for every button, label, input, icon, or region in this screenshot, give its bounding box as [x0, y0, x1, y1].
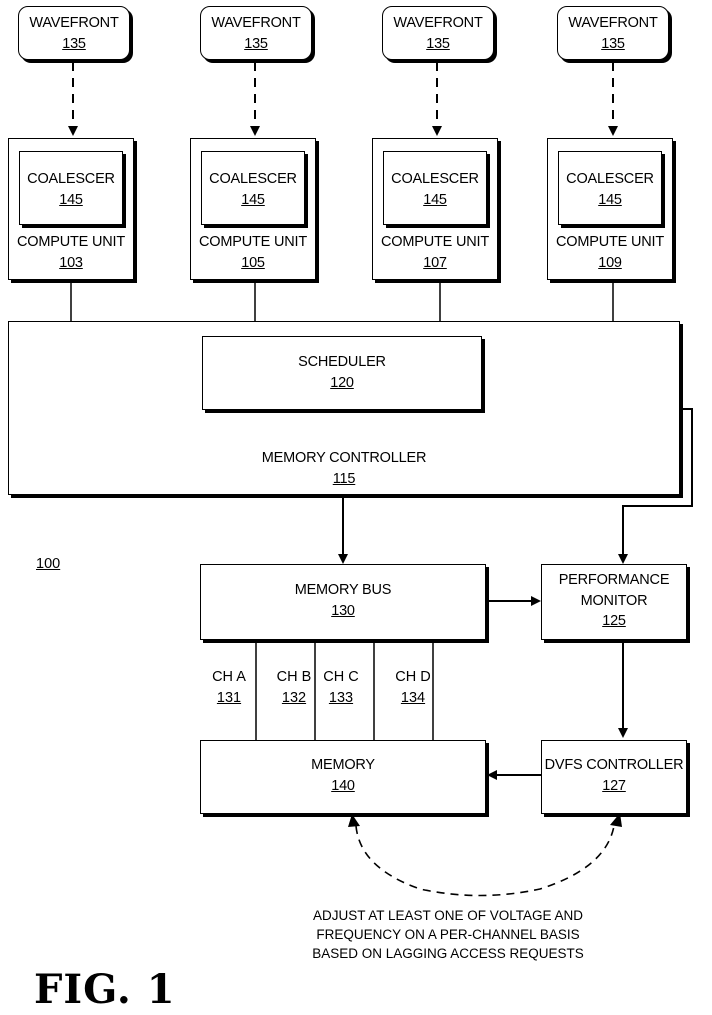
wavefront-box-2: WAVEFRONT 135	[200, 6, 312, 60]
wavefront-label: WAVEFRONT	[393, 15, 483, 31]
memory-label: MEMORY	[311, 757, 375, 773]
memory-bus-box: MEMORY BUS 130	[200, 564, 486, 640]
channel-d: CH D 134	[390, 667, 436, 709]
wavefront-box-1: WAVEFRONT 135	[18, 6, 130, 60]
annotation-line-1: ADJUST AT LEAST ONE OF VOLTAGE AND	[312, 908, 584, 923]
wavefront-label: WAVEFRONT	[211, 15, 301, 31]
performance-monitor-box: PERFORMANCE MONITOR 125	[541, 564, 687, 640]
memory-ref: 140	[331, 778, 355, 794]
compute-unit-ref: 109	[598, 255, 622, 271]
coalescer-ref: 145	[241, 192, 265, 208]
channel-c: CH C 133	[318, 667, 364, 709]
wavefront-label: WAVEFRONT	[568, 15, 658, 31]
dvfs-controller-label: DVFS CONTROLLER	[544, 757, 684, 773]
performance-monitor-label-line1: PERFORMANCE	[558, 572, 670, 588]
compute-unit-label: COMPUTE UNIT	[199, 234, 307, 250]
performance-monitor-ref: 125	[602, 613, 626, 629]
compute-unit-label: COMPUTE UNIT	[17, 234, 125, 250]
scheduler-box: SCHEDULER 120	[202, 336, 482, 410]
annotation-line-2: FREQUENCY ON A PER-CHANNEL BASIS	[316, 927, 580, 942]
channel-ref: 133	[328, 690, 354, 706]
annotation-line-3: BASED ON LAGGING ACCESS REQUESTS	[312, 946, 584, 961]
memory-bus-label: MEMORY BUS	[294, 582, 392, 598]
compute-unit-box-2: COALESCER 145 COMPUTE UNIT 105	[190, 138, 316, 280]
dvfs-controller-box: DVFS CONTROLLER 127	[541, 740, 687, 814]
dvfs-controller-ref: 127	[602, 778, 626, 794]
wavefront-ref: 135	[244, 36, 268, 52]
wavefront-ref: 135	[62, 36, 86, 52]
channel-ref: 132	[281, 690, 307, 706]
channel-label: CH D	[395, 669, 431, 685]
memory-bus-ref: 130	[331, 603, 355, 619]
channel-b: CH B 132	[271, 667, 317, 709]
channel-label: CH A	[212, 669, 246, 685]
memory-controller-box: SCHEDULER 120 MEMORY CONTROLLER 115	[8, 321, 680, 495]
compute-unit-label: COMPUTE UNIT	[556, 234, 664, 250]
feedback-arrowhead-left	[348, 814, 360, 827]
memory-box: MEMORY 140	[200, 740, 486, 814]
memory-controller-label: MEMORY CONTROLLER	[261, 450, 427, 466]
wavefront-ref: 135	[601, 36, 625, 52]
wavefront-box-4: WAVEFRONT 135	[557, 6, 669, 60]
channel-ref: 134	[400, 690, 426, 706]
coalescer-label: COALESCER	[27, 171, 115, 187]
channel-label: CH B	[276, 669, 312, 685]
compute-unit-ref: 107	[423, 255, 447, 271]
coalescer-box: COALESCER 145	[201, 151, 305, 225]
feedback-arrowhead-right	[610, 813, 622, 827]
memory-controller-ref: 115	[332, 471, 356, 487]
feedback-curve	[355, 825, 615, 897]
coalescer-ref: 145	[59, 192, 83, 208]
feedback-annotation: ADJUST AT LEAST ONE OF VOLTAGE AND FREQU…	[288, 906, 608, 963]
coalescer-box: COALESCER 145	[558, 151, 662, 225]
compute-unit-ref: 105	[241, 255, 265, 271]
coalescer-label: COALESCER	[209, 171, 297, 187]
compute-unit-box-4: COALESCER 145 COMPUTE UNIT 109	[547, 138, 673, 280]
wavefront-ref: 135	[426, 36, 450, 52]
mc-to-monitor-arrow	[618, 408, 693, 564]
coalescer-label: COALESCER	[391, 171, 479, 187]
wavefront-box-3: WAVEFRONT 135	[382, 6, 494, 60]
coalescer-label: COALESCER	[566, 171, 654, 187]
compute-unit-label: COMPUTE UNIT	[381, 234, 489, 250]
channel-a: CH A 131	[206, 667, 252, 709]
performance-monitor-label-line2: MONITOR	[580, 593, 648, 609]
scheduler-ref: 120	[330, 375, 354, 391]
scheduler-label: SCHEDULER	[298, 354, 386, 370]
wavefront-label: WAVEFRONT	[29, 15, 119, 31]
figure-label: FIG. 1	[34, 966, 176, 1013]
compute-unit-box-1: COALESCER 145 COMPUTE UNIT 103	[8, 138, 134, 280]
coalescer-box: COALESCER 145	[19, 151, 123, 225]
channel-label: CH C	[323, 669, 359, 685]
compute-unit-ref: 103	[59, 255, 83, 271]
channel-ref: 131	[216, 690, 242, 706]
coalescer-box: COALESCER 145	[383, 151, 487, 225]
system-ref: 100	[36, 556, 61, 572]
compute-unit-box-3: COALESCER 145 COMPUTE UNIT 107	[372, 138, 498, 280]
coalescer-ref: 145	[598, 192, 622, 208]
coalescer-ref: 145	[423, 192, 447, 208]
